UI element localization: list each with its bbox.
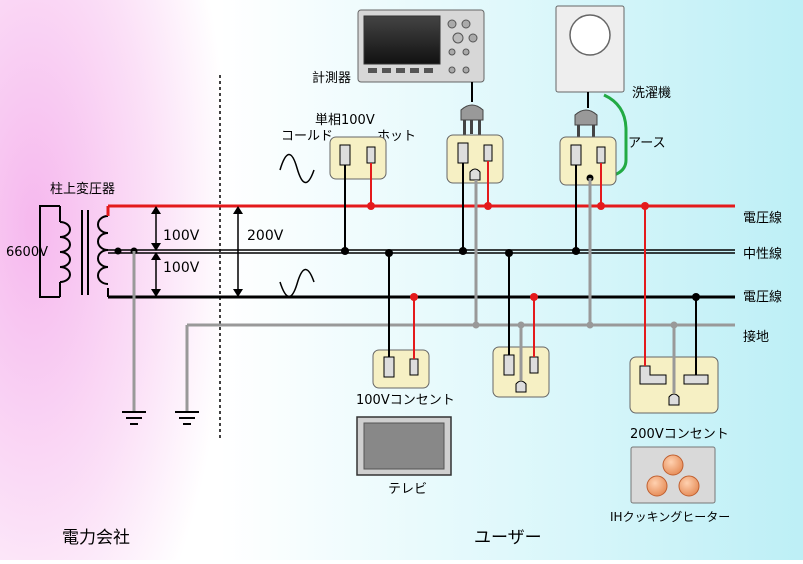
neutral-line-label: 中性線 [743, 246, 782, 262]
outlet-100v [372, 349, 430, 389]
outlet-200v-label: 200Vコンセント [630, 427, 729, 442]
outlet-meter [446, 134, 504, 184]
plug [574, 109, 598, 141]
ih-cooking-heater [630, 446, 716, 504]
ground-symbol [122, 411, 146, 425]
user-label: ユーザー [474, 528, 542, 548]
plug [460, 104, 484, 138]
ih-label: IHクッキングヒーター [610, 510, 730, 524]
company-region [0, 0, 220, 560]
voltage-line-top-label: 電圧線 [743, 210, 782, 226]
ground-symbol [175, 411, 199, 425]
hot-label: ホット [377, 129, 416, 144]
single-phase-title: 単相100V [315, 112, 375, 128]
cold-label: コールド [281, 129, 333, 144]
voltage-arrow-100v-bottom [151, 252, 161, 297]
outlet-100v-label: 100Vコンセント [356, 393, 455, 408]
voltage-arrow-100v-top [151, 206, 161, 251]
primary-voltage-label: 6600V [6, 245, 48, 260]
washing-machine [555, 5, 625, 93]
company-label: 電力会社 [62, 528, 130, 548]
voltage-arrow-200v [233, 206, 243, 297]
television [356, 416, 452, 476]
sine-wave-icon [279, 153, 315, 184]
voltage-label-100v-bottom: 100V [163, 260, 200, 276]
voltage-label-200v: 200V [247, 228, 284, 244]
tv-label: テレビ [388, 482, 427, 497]
user-region [220, 0, 803, 560]
ground-line-label: 接地 [743, 329, 769, 345]
voltage-line-bottom-label: 電圧線 [743, 289, 782, 305]
voltage-label-100v-top: 100V [163, 228, 200, 244]
sine-wave-icon [279, 268, 315, 298]
earth-label: アース [628, 136, 666, 151]
transformer-label: 柱上変圧器 [50, 181, 115, 197]
outlet-single-phase-100v [329, 136, 387, 180]
meter-label: 計測器 [312, 70, 351, 86]
washer-label: 洗濯機 [632, 86, 671, 101]
oscilloscope [357, 9, 485, 83]
